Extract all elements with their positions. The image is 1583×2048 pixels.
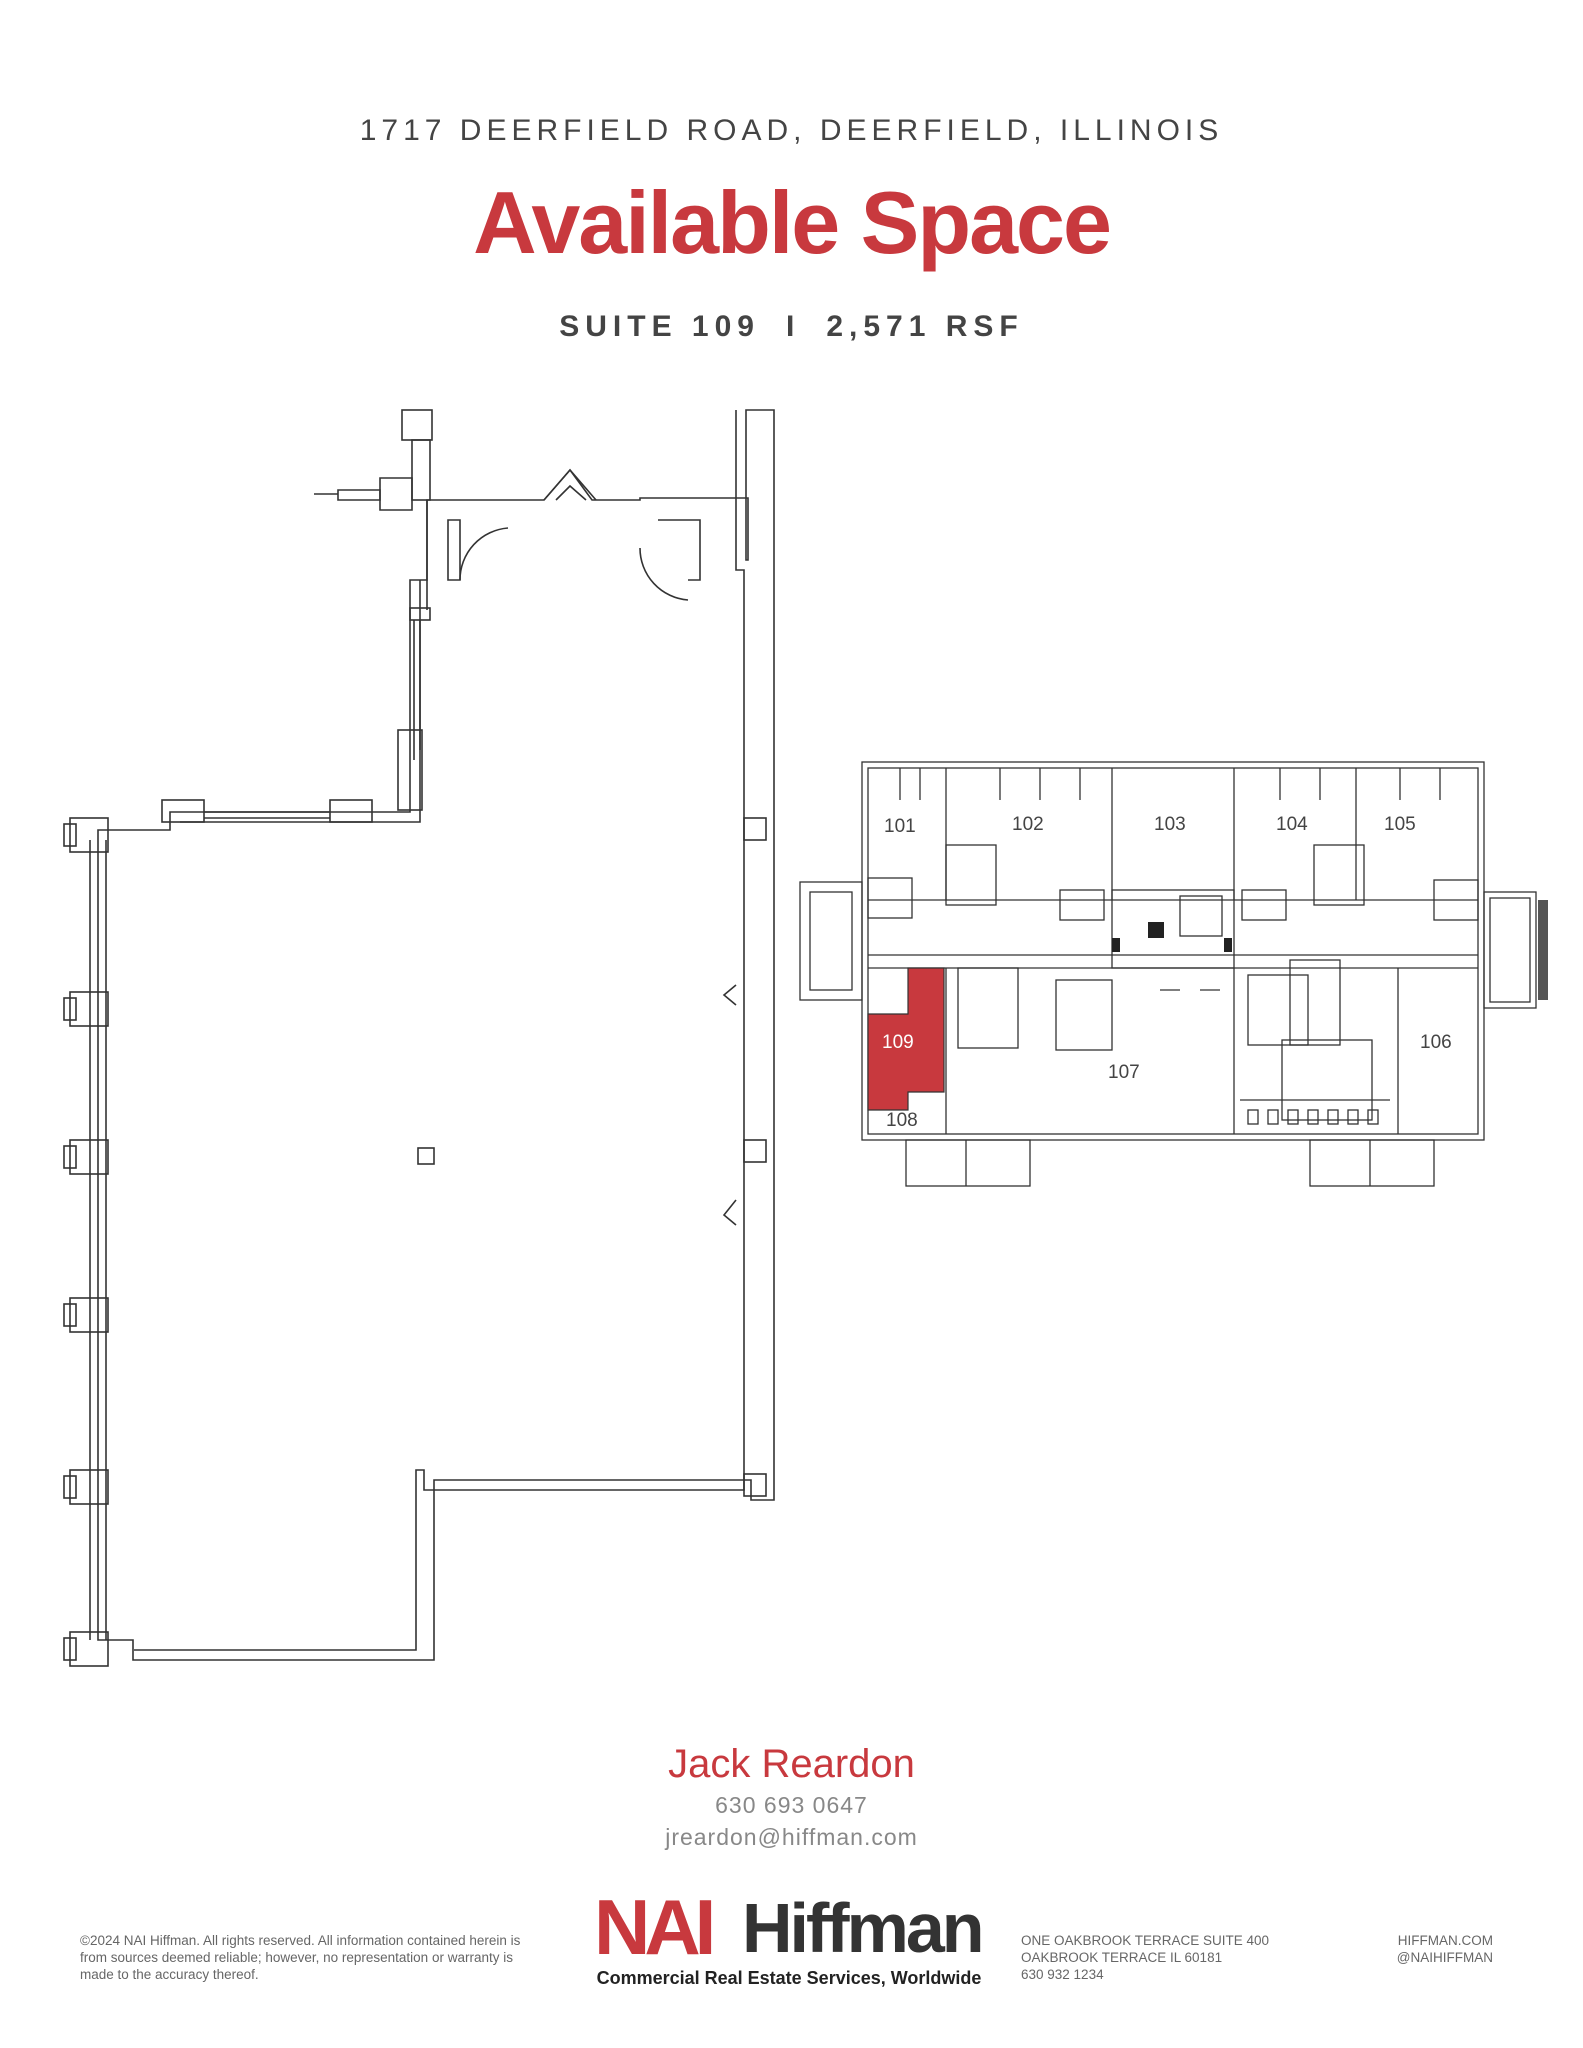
room-label-101: 101 [884, 816, 916, 837]
social-handle[interactable]: @NAIHIFFMAN [1396, 1950, 1493, 1965]
contact-phone[interactable]: 630 693 0647 [715, 1792, 868, 1818]
room-label-106: 106 [1420, 1032, 1452, 1053]
room-label-105: 105 [1384, 814, 1416, 835]
suite-floor-plan [63, 409, 775, 1667]
suite-109-highlight[interactable] [867, 967, 945, 1111]
suite-separator: I [785, 310, 801, 343]
room-label-104: 104 [1276, 814, 1308, 835]
room-label-108: 108 [886, 1110, 918, 1131]
room-label-107: 107 [1108, 1062, 1140, 1083]
contact-email[interactable]: jreardon@hiffman.com [665, 1824, 918, 1850]
nai-hiffman-logo: NAI Hiffman [594, 1882, 985, 1992]
logo-nai: NAI [594, 1883, 716, 1971]
suite-size: 2,571 RSF [826, 310, 1024, 343]
room-label-103: 103 [1154, 814, 1186, 835]
room-label-102: 102 [1012, 814, 1044, 835]
office-line-1: ONE OAKBROOK TERRACE SUITE 400 [1021, 1933, 1270, 1948]
office-phone: 630 932 1234 [1021, 1967, 1104, 1982]
contact-name: Jack Reardon [668, 1742, 915, 1786]
property-address: 1717 DEERFIELD ROAD, DEERFIELD, ILLINOIS [359, 114, 1224, 147]
office-line-2: OAKBROOK TERRACE IL 60181 [1021, 1950, 1223, 1965]
website-link[interactable]: HIFFMAN.COM [1397, 1933, 1493, 1948]
suite-number: SUITE 109 [559, 310, 760, 343]
office-address: ONE OAKBROOK TERRACE SUITE 400 OAKBROOK … [1021, 1932, 1269, 1983]
legal-disclaimer: ©2024 NAI Hiffman. All rights reserved. … [80, 1933, 521, 1982]
key-plan [799, 761, 1537, 1187]
logo-hiffman: Hiffman [742, 1889, 985, 1967]
web-links: HIFFMAN.COM @NAIHIFFMAN [1397, 1932, 1493, 1966]
page-title: Available Space [473, 173, 1112, 272]
key-plan-core-marks [1112, 900, 1548, 1000]
suite-info: SUITE 109 I 2,571 RSF [0, 310, 1583, 344]
logo-tagline: Commercial Real Estate Services, Worldwi… [596, 1968, 982, 1988]
room-label-109: 109 [882, 1032, 914, 1053]
